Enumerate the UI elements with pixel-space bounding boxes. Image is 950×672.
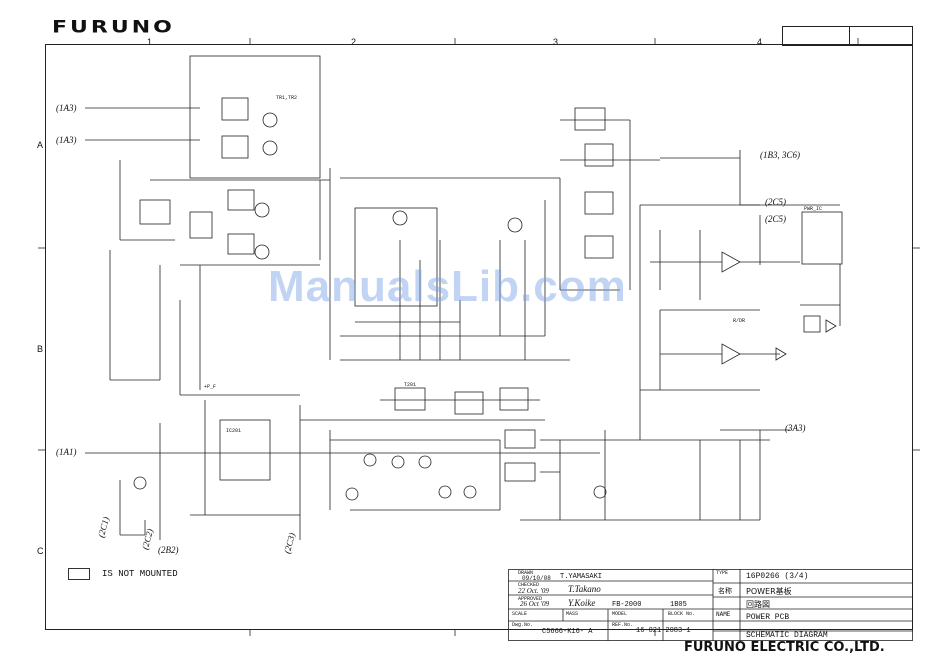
corner-revision-divider [849, 26, 850, 46]
offsheet-ref: (2B2) [158, 545, 179, 555]
name-value: POWER PCB [746, 613, 790, 622]
block-value: 1B05 [670, 601, 687, 609]
name-label: NAME [716, 611, 731, 618]
approved-label: APPROVED [518, 596, 543, 602]
approved-date: 26 Oct '09 [520, 600, 550, 608]
ref-label: REF.No. [612, 622, 634, 628]
not-mounted-swatch [68, 568, 90, 580]
not-mounted-legend: IS NOT MOUNTED [102, 569, 178, 579]
column-number-3: 3 [553, 37, 559, 47]
title-block-grid [508, 569, 913, 641]
drawn-label: DRAWN [518, 570, 534, 576]
mass-label: MASS [566, 611, 579, 617]
approved-signature: Y.Koike [568, 598, 596, 608]
title-block: DRAWN 09/10/08 T.YAMASAKI CHECKED 22 Oct… [508, 569, 913, 641]
row-letter-c: C [37, 546, 44, 556]
type-value: 16P0266 (3/4) [746, 572, 809, 581]
offsheet-ref: (1A3) [56, 135, 77, 145]
name-value-2: SCHEMATIC DIAGRAM [746, 631, 828, 640]
dwg-label: Dwg.No. [512, 622, 534, 628]
furuno-logo: FURUNO [52, 18, 175, 37]
dwg-value: C5666-K16- A [542, 628, 593, 636]
checked-date: 22 Oct. '09 [518, 587, 549, 595]
name-jp-value: POWER基板 [746, 587, 792, 596]
component-label: IC201 [226, 428, 242, 434]
drawn-name: T.YAMASAKI [560, 573, 603, 581]
name-jp2-value: 回路図 [746, 600, 770, 609]
component-label: PWR_IC [804, 206, 823, 212]
drawn-date: 09/10/08 [522, 575, 551, 582]
drawing-frame [45, 44, 913, 630]
column-number-4: 4 [757, 37, 763, 47]
component-label: R/DR [733, 318, 746, 324]
company-name: FURUNO ELECTRIC CO.,LTD. [684, 640, 885, 655]
name-jp-label: 名称 [718, 587, 732, 595]
corner-revision-box [782, 26, 913, 46]
offsheet-ref: (2C5) [765, 214, 786, 224]
block-label: BLOCK No. [668, 611, 696, 617]
model-label: MODEL [612, 611, 628, 617]
model-value: FB-2000 [612, 601, 642, 609]
component-label: +P_F [204, 384, 217, 390]
ref-value: 16-021-2083-1 [636, 627, 691, 635]
offsheet-ref: (1A3) [56, 103, 77, 113]
offsheet-ref: (3A3) [785, 423, 806, 433]
row-letter-a: A [37, 140, 44, 150]
column-number-1: 1 [147, 37, 153, 47]
checked-label: CHECKED [518, 582, 540, 588]
component-label: TR1,TR2 [276, 95, 298, 101]
watermark: ManualsLib.com [268, 262, 627, 311]
offsheet-ref: (1A1) [56, 447, 77, 457]
scale-label: SCALE [512, 611, 528, 617]
row-letter-b: B [37, 344, 44, 354]
column-number-2: 2 [351, 37, 357, 47]
offsheet-ref: (1B3, 3C6) [760, 150, 800, 160]
offsheet-ref: (2C5) [765, 197, 786, 207]
checked-signature: T.Takano [568, 584, 601, 594]
type-label: TYPE [716, 570, 729, 576]
component-label: T201 [404, 382, 417, 388]
